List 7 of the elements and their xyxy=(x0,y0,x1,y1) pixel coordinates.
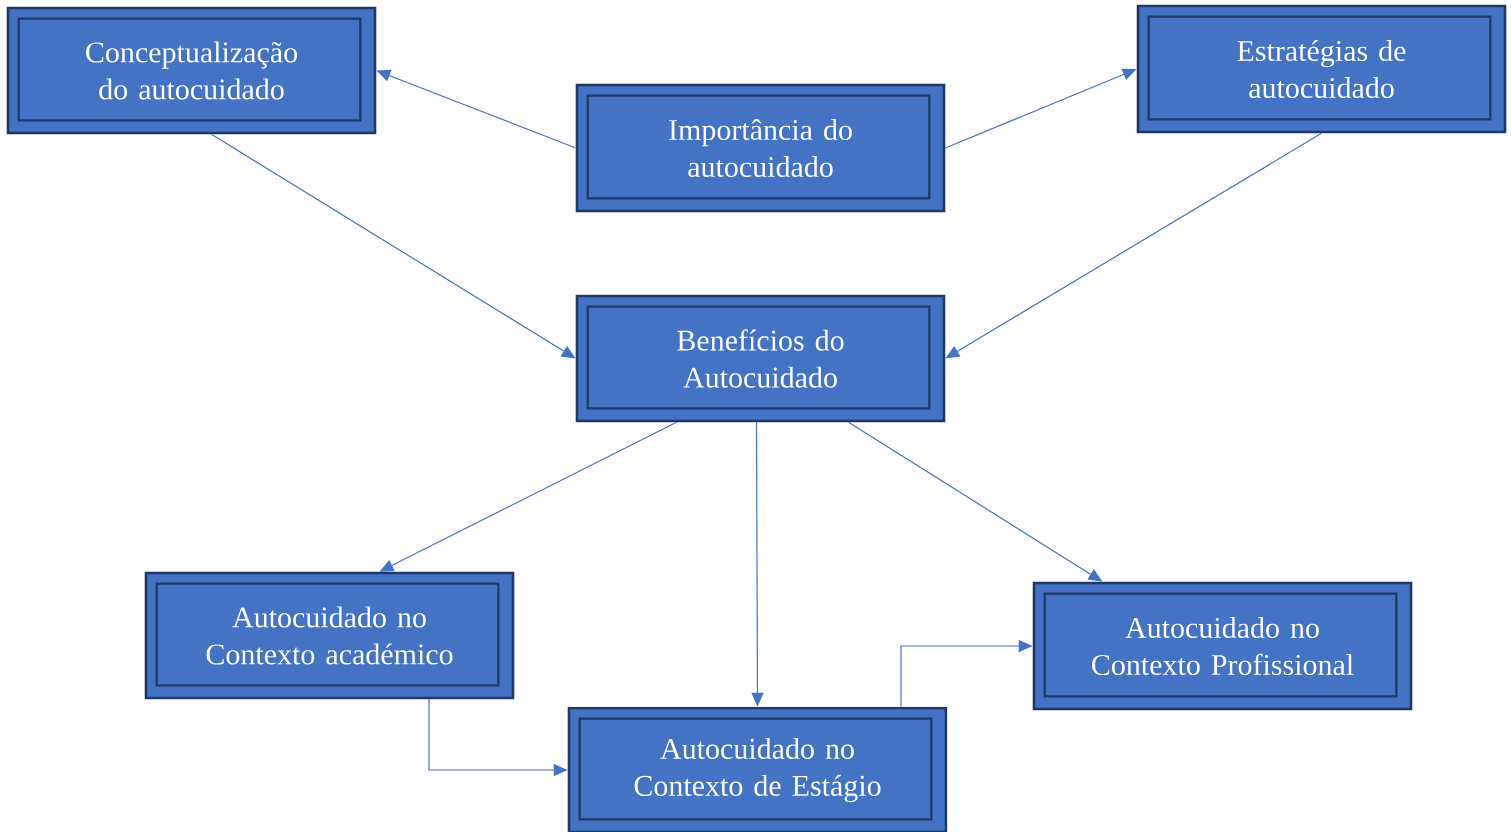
process-box: Autocuidado no Contexto académico xyxy=(144,571,515,700)
process-box: Autocuidado no Contexto de Estágio xyxy=(567,706,948,832)
process-box: Benefícios do Autocuidado xyxy=(575,294,946,423)
process-box: Autocuidado no Contexto Profissional xyxy=(1032,581,1413,711)
process-box: Importância do autocuidado xyxy=(575,83,946,213)
process-box: Estratégias de autocuidado xyxy=(1136,4,1507,134)
process-box: Conceptualização do autocuidado xyxy=(6,6,377,135)
